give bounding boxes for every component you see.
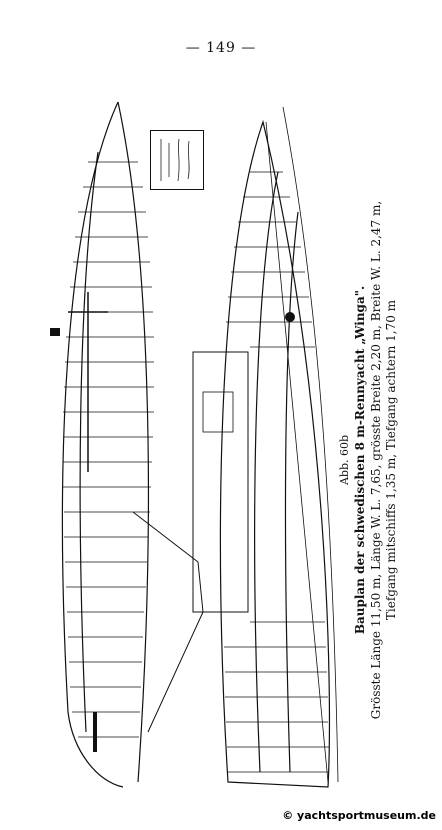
figure-dimensions-line-1: Grösste Länge 11,50 m, Länge W. L. 7,65,…	[369, 200, 383, 720]
yacht-construction-plan	[28, 92, 368, 792]
figure-number: Abb. 60b	[338, 434, 351, 486]
watermark: © yachtsportmuseum.de	[282, 809, 436, 822]
figure-caption: Abb. 60b Bauplan der schwedischen 8 m-Re…	[308, 100, 428, 820]
handwritten-label-box	[150, 130, 204, 190]
page-number: — 149 —	[185, 40, 257, 56]
figure-dimensions-line-2: Tiefgang mitschiffs 1,35 m, Tiefgang ach…	[384, 299, 398, 621]
figure-title: Bauplan der schwedischen 8 m-Rennyacht „…	[353, 285, 367, 635]
